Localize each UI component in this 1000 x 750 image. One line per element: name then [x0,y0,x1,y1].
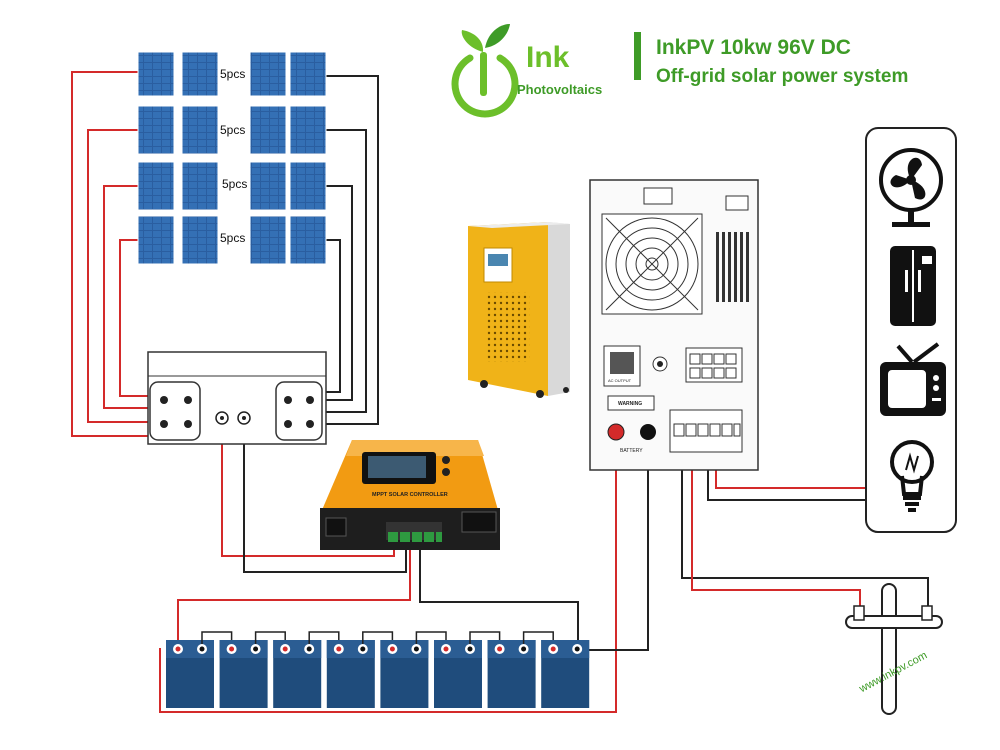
loads-panel [865,127,957,533]
battery-unit [380,640,429,708]
inverter-cabinet [468,222,570,398]
combiner-box [147,351,327,445]
battery-unit [219,640,268,708]
wiring [71,71,929,713]
logo-word: Ink [526,41,570,74]
battery-link-wire [469,631,501,644]
battery-link-wire [362,631,394,644]
battery-unit [166,640,214,708]
ac-output-label: AC OUTPUT [608,378,632,383]
page-subtitle: Off-grid solar power system [656,66,908,87]
header-divider [634,32,641,80]
panel-row-label: 5pcs [220,231,245,245]
battery-link-wire [522,631,554,644]
battery-unit [273,640,322,708]
battery-unit [487,640,536,708]
solar-panel-array: 5pcs 5pcs 5pcs 5pcs [137,51,327,265]
panel-row-3: 5pcs [137,161,327,211]
battery-link-wire [254,631,286,644]
panel-row-label: 5pcs [220,67,245,81]
controller-label: MPPT SOLAR CONTROLLER [372,492,448,498]
inverter: AC OUTPUT WARNING BATTERY [589,179,759,471]
battery-unit [434,640,482,708]
tv-icon [880,342,946,416]
panel-negative-wires [308,75,379,425]
battery-link-wire [415,631,447,644]
brand-logo: Ink Photovoltaics [451,24,602,118]
battery-link-wire [201,631,233,644]
mppt-controller: MPPT SOLAR CONTROLLER [320,440,500,550]
panel-positive-wires [71,71,160,437]
warning-label: WARNING [618,401,642,407]
logo-subtitle: Photovoltaics [517,82,602,97]
panel-row-label: 5pcs [220,123,245,137]
light-bulb-icon [890,440,934,512]
fan-grille [601,213,703,315]
battery-unit [326,640,375,708]
battery-link-wire [308,631,340,644]
panel-row-1: 5pcs [137,51,327,97]
panel-row-4: 5pcs [137,215,327,265]
panel-row-label: 5pcs [222,177,247,191]
fan-icon [879,148,943,227]
refrigerator-icon [890,246,936,326]
battery-unit [541,640,590,708]
panel-row-2: 5pcs [137,105,327,155]
vent-slots [716,232,749,302]
battery-terminal-label: BATTERY [620,448,643,454]
page-title: InkPV 10kw 96V DC [656,36,851,59]
battery-bank [166,631,590,708]
